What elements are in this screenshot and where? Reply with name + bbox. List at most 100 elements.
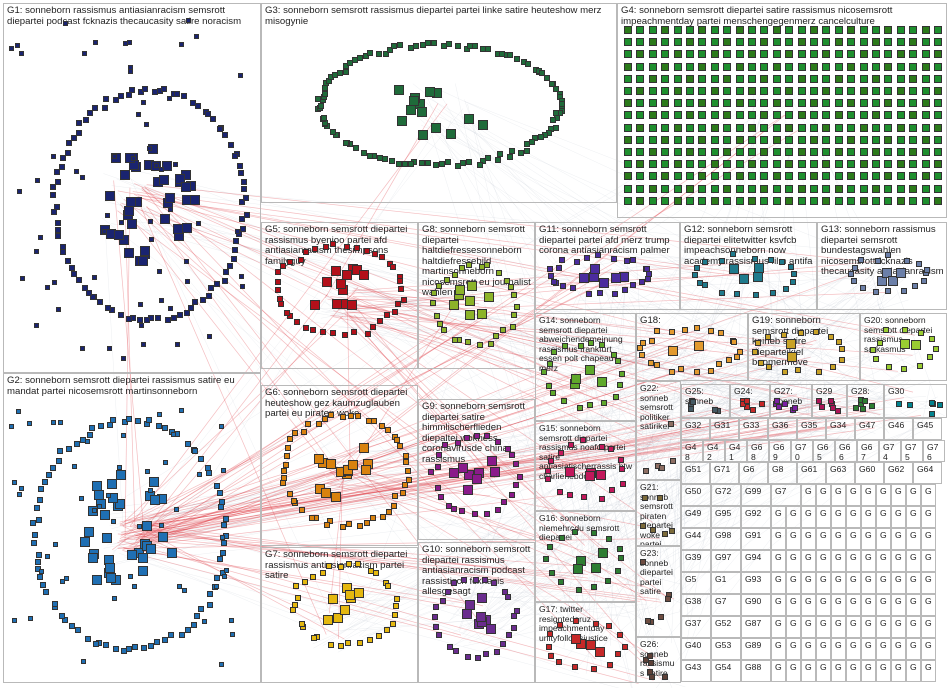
node-g4	[723, 99, 731, 107]
node-g7	[355, 561, 361, 567]
node-g6	[386, 509, 392, 515]
node-g4	[798, 124, 806, 132]
node-g4	[649, 111, 657, 119]
node-g2	[50, 465, 56, 471]
node-g6	[348, 413, 354, 419]
node-g13	[848, 271, 854, 277]
tiny-group-label: G	[850, 509, 858, 519]
node-g16	[573, 564, 583, 574]
node-g1-isolate	[144, 122, 149, 127]
node-g4	[810, 50, 818, 58]
node-g1	[232, 247, 238, 253]
node-g3	[425, 40, 431, 46]
node-g4	[698, 63, 706, 71]
node-g10	[483, 651, 489, 657]
node-g10	[432, 614, 438, 620]
node-g4	[897, 197, 905, 205]
node-g18	[718, 330, 724, 336]
node-g11	[644, 266, 650, 272]
node-g4	[773, 124, 781, 132]
node-g6	[305, 421, 311, 427]
node-g5	[330, 330, 336, 336]
node-g2-isolate	[137, 524, 142, 529]
node-g12	[783, 286, 789, 292]
node-g13	[901, 288, 907, 294]
node-g20	[902, 327, 908, 333]
tiny-group-label: G	[865, 575, 873, 585]
node-g7	[394, 596, 400, 602]
node-g10	[491, 580, 497, 586]
node-g4	[636, 26, 644, 34]
node-g4	[698, 50, 706, 58]
node-g12	[734, 291, 740, 297]
node-g3	[507, 52, 513, 58]
node-g4	[748, 197, 756, 205]
node-g1-isolate	[240, 284, 245, 289]
tiny-group-label: G	[775, 597, 783, 607]
node-g6	[397, 443, 403, 449]
group-panel-g74-r1: G74	[879, 440, 901, 462]
node-g4	[661, 197, 669, 205]
node-g2-isolate	[64, 576, 69, 581]
node-g4	[661, 50, 669, 58]
group-label-g31-r0: G31	[714, 421, 736, 431]
node-g16	[605, 578, 611, 584]
node-g7	[290, 607, 296, 613]
node-g4	[909, 99, 917, 107]
node-g22	[668, 421, 674, 427]
node-g2	[84, 527, 94, 537]
node-g4	[798, 26, 806, 34]
node-g4	[773, 26, 781, 34]
node-g4	[760, 63, 768, 71]
node-g1	[60, 155, 66, 161]
node-g3	[322, 91, 328, 97]
node-g4	[760, 38, 768, 46]
group-panel-g52-r9: G52	[711, 616, 741, 638]
node-g2	[218, 504, 224, 510]
node-g2	[57, 448, 63, 454]
node-g4	[934, 26, 942, 34]
node-g2	[85, 636, 91, 642]
node-g4	[835, 75, 843, 83]
node-g3	[478, 120, 488, 130]
node-g1-isolate	[128, 69, 133, 74]
node-g22	[643, 468, 649, 474]
group-label-g18: G18:	[640, 316, 745, 327]
node-g4	[711, 50, 719, 58]
node-g11	[560, 283, 566, 289]
node-g4	[835, 50, 843, 58]
group-label-g53-r10: G53	[715, 641, 738, 651]
node-g1	[83, 117, 89, 123]
tiny-group-label: G	[895, 619, 903, 629]
node-g2	[31, 540, 37, 546]
group-label-g5-r7: G5	[685, 575, 708, 585]
node-g4	[909, 197, 917, 205]
node-g1-isolate	[159, 298, 164, 303]
node-g4	[785, 197, 793, 205]
node-g4	[748, 63, 756, 71]
node-g4	[810, 124, 818, 132]
node-g9	[509, 492, 515, 498]
node-g5	[332, 299, 342, 309]
node-g9	[509, 452, 515, 458]
node-g15	[545, 476, 551, 482]
node-g1-isolate	[51, 154, 56, 159]
node-g1	[55, 179, 61, 185]
group-label-g68-r1: G68	[751, 443, 766, 462]
node-g18	[649, 338, 655, 344]
node-g12	[791, 271, 797, 277]
node-g3	[518, 150, 524, 156]
group-panel-g5: G5: sonneborn semsrott diepartei rassism…	[261, 222, 418, 369]
group-panel-g48-r1: G48	[681, 440, 703, 462]
tiny-group-label: G	[880, 531, 888, 541]
node-g5	[336, 279, 346, 289]
node-g7	[354, 588, 364, 598]
node-g9	[474, 433, 480, 439]
node-g4	[686, 99, 694, 107]
group-label-g11: G11: sonneborn semsrott diepartei partei…	[539, 225, 677, 257]
tiny-group-panel: G	[846, 660, 861, 682]
node-g8	[444, 277, 450, 283]
node-g4	[760, 185, 768, 193]
node-g4	[872, 87, 880, 95]
tiny-group-label: G	[850, 641, 858, 651]
